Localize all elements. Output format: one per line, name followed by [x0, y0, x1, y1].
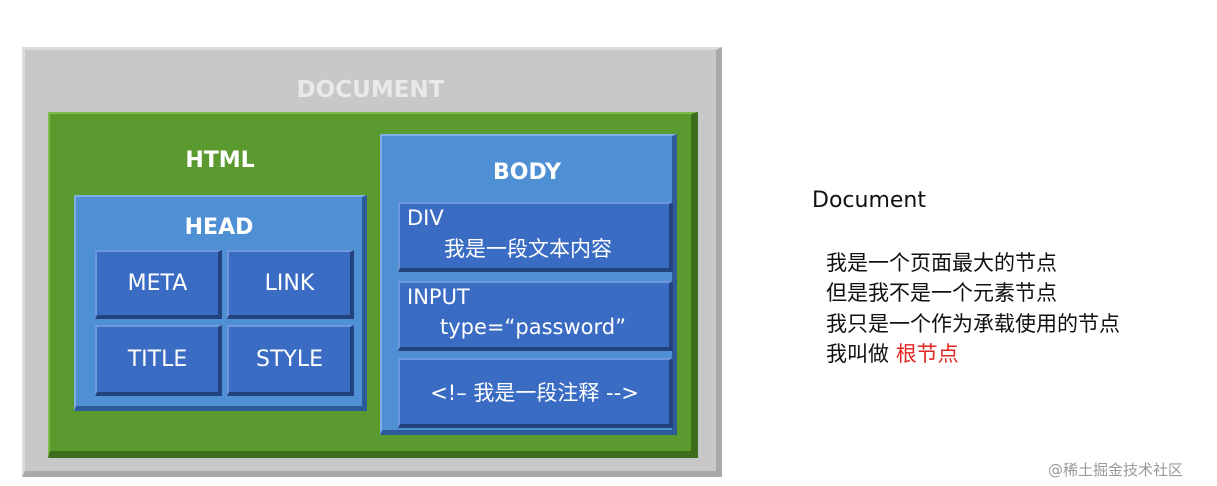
head-item-label: STYLE: [256, 347, 323, 372]
div-tag: DIV: [407, 206, 444, 230]
notes-line-2: 但是我不是一个元素节点: [826, 281, 1057, 305]
comment-text: <!– 我是一段注释 -->: [430, 381, 639, 405]
head-label: HEAD: [184, 215, 254, 240]
head-item-label: META: [127, 271, 188, 296]
notes-line-4: 我叫做 根节点: [826, 338, 959, 368]
div-text: 我是一段文本内容: [444, 237, 612, 261]
watermark: @稀土掘金技术社区: [1048, 461, 1184, 479]
notes-title: Document: [812, 188, 926, 213]
input-tag: INPUT: [407, 285, 470, 309]
input-attr: type=“password”: [440, 315, 626, 339]
notes-line-3: 我只是一个作为承载使用的节点: [826, 312, 1120, 336]
head-item-style: STYLE: [227, 325, 354, 396]
body-box: BODY DIV 我是一段文本内容 INPUT type=“password” …: [380, 134, 677, 435]
document-label: DOCUMENT: [296, 77, 445, 103]
body-comment-tile: <!– 我是一段注释 -->: [398, 358, 673, 428]
head-item-title: TITLE: [95, 325, 222, 396]
head-item-meta: META: [95, 250, 222, 319]
head-item-label: LINK: [264, 271, 315, 296]
html-label: HTML: [185, 148, 255, 173]
head-item-link: LINK: [227, 250, 354, 319]
root-node-highlight: 根节点: [895, 342, 959, 366]
body-label: BODY: [492, 160, 562, 185]
head-box: HEAD META LINK TITLE STYLE: [74, 195, 367, 411]
head-item-label: TITLE: [127, 347, 188, 372]
notes-line-1: 我是一个页面最大的节点: [826, 251, 1057, 275]
body-div-tile: DIV 我是一段文本内容: [398, 202, 673, 272]
body-input-tile: INPUT type=“password”: [398, 281, 673, 351]
notes-last-prefix: 我叫做: [826, 342, 896, 366]
